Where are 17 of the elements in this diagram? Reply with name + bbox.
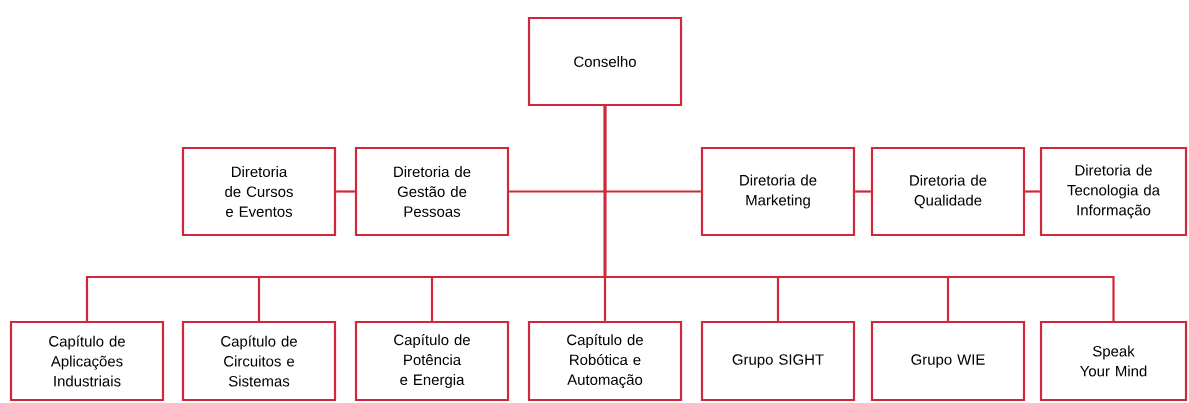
org-box: Diretoria de Tecnologia da Informação — [1039, 146, 1188, 237]
org-box: Conselho — [527, 16, 683, 107]
org-box: Diretoria de Cursos e Eventos — [181, 146, 337, 237]
org-box: Diretoria de Qualidade — [870, 146, 1026, 237]
org-box: Grupo SIGHT — [700, 320, 856, 402]
connector-line — [336, 190, 355, 193]
connector-line — [603, 106, 1115, 321]
org-box: Capítulo de Aplicações Industriais — [9, 320, 165, 402]
org-box: Diretoria de Marketing — [700, 146, 856, 237]
org-box: Capítulo de Circuitos e Sistemas — [181, 320, 337, 402]
org-box: Diretoria de Gestão de Pessoas — [354, 146, 510, 237]
org-box: Capítulo de Robótica e Automação — [527, 320, 683, 402]
org-box: Capítulo de Potência e Energia — [354, 320, 510, 402]
connector-line — [855, 190, 871, 193]
org-box: Speak Your Mind — [1039, 320, 1188, 402]
connector-line — [1025, 190, 1040, 193]
org-box: Grupo WIE — [870, 320, 1026, 402]
